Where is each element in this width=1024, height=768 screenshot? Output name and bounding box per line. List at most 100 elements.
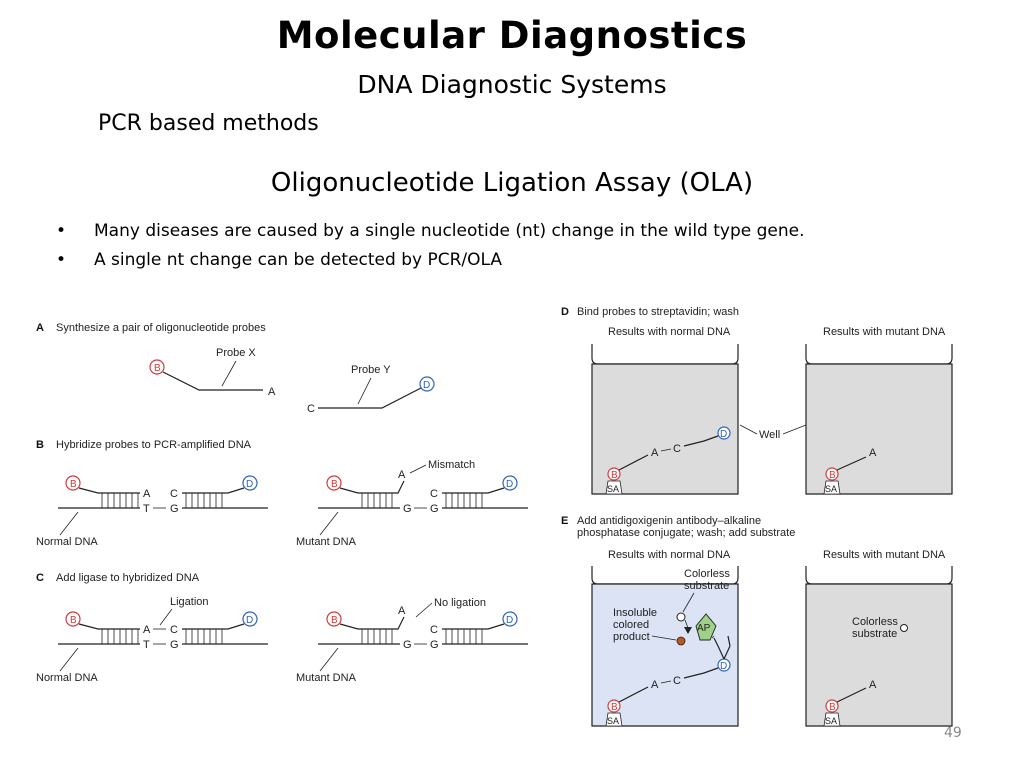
panel-d-caption: Bind probes to streptavidin; wash	[577, 306, 739, 318]
normal-results-label: Results with normal DNA	[608, 549, 731, 561]
nucleotide-a: A	[651, 679, 659, 691]
nucleotide-a: A	[398, 605, 406, 617]
mutant-hybrid: B A Mismatch C D G G Mutant DNA	[296, 459, 528, 548]
nucleotide-g: G	[403, 639, 412, 651]
base-pairs	[185, 493, 223, 508]
biotin-label: B	[70, 615, 77, 626]
streptavidin-marker	[605, 712, 623, 727]
base-pairs	[361, 493, 393, 508]
ligation-bond	[660, 680, 672, 684]
base-pairs	[101, 629, 139, 644]
nucleotide-c: C	[673, 675, 681, 687]
mutant-results-label: Results with mutant DNA	[823, 549, 946, 561]
probe-strand	[618, 686, 649, 703]
nucleotide-c: C	[430, 624, 438, 636]
panel-d-letter: D	[561, 306, 569, 318]
biotin-marker	[326, 611, 342, 627]
streptavidin-label: SA	[825, 716, 837, 726]
nucleotide-g: G	[430, 503, 439, 515]
nucleotide-a: A	[398, 469, 406, 481]
slide-title: Molecular Diagnostics	[276, 14, 748, 57]
nucleotide-a: A	[869, 679, 877, 691]
digoxigenin-marker	[242, 475, 258, 491]
streptavidin-label: SA	[607, 716, 619, 726]
panel-e-caption: phosphatase conjugate; wash; add substra…	[577, 527, 795, 539]
digoxigenin-label: D	[423, 380, 430, 391]
biotin-marker	[65, 611, 81, 627]
nucleotide-t: T	[143, 503, 150, 515]
nucleotide-a: A	[651, 447, 659, 459]
page-number: 49	[944, 725, 962, 741]
slide-subtitle: DNA Diagnostic Systems	[357, 70, 667, 99]
arrow-head-icon	[684, 627, 692, 634]
biotin-marker	[326, 475, 342, 491]
digoxigenin-marker	[242, 611, 258, 627]
digoxigenin-label: D	[506, 479, 513, 490]
panel-a: A Synthesize a pair of oligonucleotide p…	[36, 322, 435, 415]
alkaline-phosphatase-icon	[695, 613, 717, 641]
biotin-marker	[607, 467, 621, 481]
streptavidin-label: SA	[607, 484, 619, 494]
digoxigenin-label: D	[720, 661, 727, 672]
probe-y-strand	[182, 487, 245, 494]
streptavidin-label: SA	[825, 484, 837, 494]
biotin-label: B	[611, 702, 618, 713]
biotin-marker	[607, 699, 621, 713]
digoxigenin-label: D	[246, 479, 253, 490]
biotin-label: B	[331, 615, 338, 626]
biotin-label: B	[829, 702, 836, 713]
bullet-icon: •	[56, 221, 67, 241]
ligation-pointer	[159, 608, 173, 626]
panel-c-caption: Add ligase to hybridized DNA	[56, 572, 200, 584]
digoxigenin-label: D	[506, 615, 513, 626]
probe-x-strand	[162, 371, 263, 391]
no-ligation-label: No ligation	[434, 597, 486, 609]
probe-x-strand	[339, 616, 405, 630]
nucleotide-a: A	[143, 624, 151, 636]
probe-strand	[836, 687, 867, 703]
probe-x-strand	[78, 623, 140, 630]
assay-heading: Oligonucleotide Ligation Assay (OLA)	[270, 168, 754, 198]
substrate-icon	[676, 612, 686, 622]
digoxigenin-label: D	[720, 429, 727, 440]
ap-label: AP	[697, 623, 711, 634]
nucleotide-g: G	[430, 639, 439, 651]
digoxigenin-marker	[502, 475, 518, 491]
nucleotide-t: T	[143, 639, 150, 651]
normal-dna-pointer	[59, 511, 79, 536]
probe-y-strand	[442, 623, 505, 630]
insoluble-product-label: colored	[613, 619, 649, 631]
normal-results-label: Results with normal DNA	[608, 326, 731, 338]
well-rim	[805, 566, 953, 585]
insoluble-product-label: Insoluble	[613, 607, 657, 619]
probe-y-pointer	[357, 377, 372, 405]
mismatch-pointer	[409, 464, 427, 474]
base-pairs	[445, 629, 483, 644]
biotin-label: B	[154, 363, 161, 374]
biotin-marker	[65, 475, 81, 491]
mutant-dna-pointer	[319, 647, 339, 672]
nucleotide-c: C	[430, 488, 438, 500]
biotin-label: B	[611, 470, 618, 481]
colorless-substrate-label: Colorless	[684, 568, 730, 580]
well-rim	[805, 344, 953, 365]
biotin-label: B	[331, 479, 338, 490]
normal-ligated: B A C D Ligation T G Normal DNA	[36, 596, 268, 684]
substrate-icon	[900, 624, 908, 632]
well-pointer	[782, 424, 807, 435]
no-ligation-pointer	[415, 602, 433, 618]
panel-d: D Bind probes to streptavidin; wash Resu…	[561, 306, 953, 495]
digoxigenin-label: D	[246, 615, 253, 626]
mutant-well	[805, 583, 953, 727]
nucleotide-c: C	[170, 488, 178, 500]
colorless-substrate-label: substrate	[684, 580, 729, 592]
normal-dna-pointer	[59, 647, 79, 672]
digoxigenin-marker	[717, 426, 731, 440]
section-label: PCR based methods	[98, 111, 319, 136]
colorless-substrate-label: Colorless	[852, 616, 898, 628]
panel-c: C Add ligase to hybridized DNA B A C D L…	[36, 572, 528, 684]
panel-a-caption: Synthesize a pair of oligonucleotide pro…	[56, 322, 266, 334]
colorless-substrate-label: substrate	[852, 628, 897, 640]
biotin-marker	[825, 699, 839, 713]
